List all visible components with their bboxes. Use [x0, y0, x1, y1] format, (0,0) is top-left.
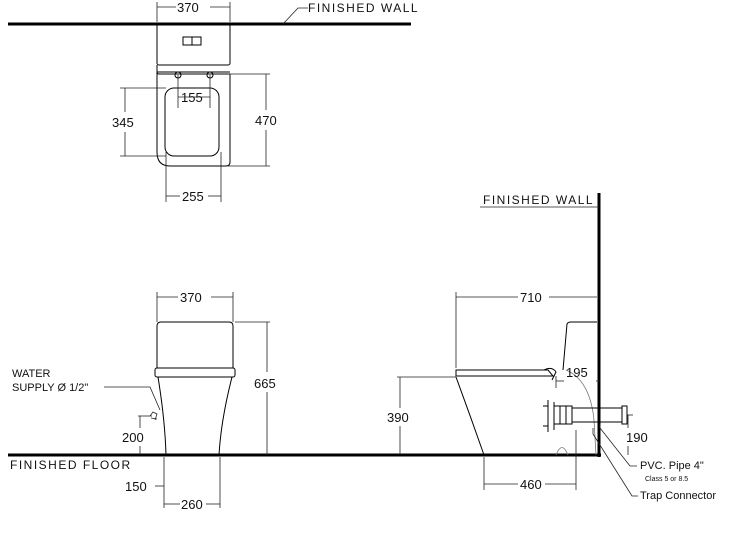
water-supply-label-2: SUPPLY Ø 1/2" [12, 382, 88, 394]
front-bowl [157, 376, 233, 456]
top-seat [164, 87, 220, 157]
dim-side-wall-offset: 195 [566, 365, 588, 380]
dim-top-inner: 155 [181, 90, 203, 105]
dim-side-seat-height: 390 [387, 410, 409, 425]
trap-connector [543, 400, 573, 432]
side-seat [455, 369, 555, 377]
top-tank [156, 23, 231, 66]
side-bowl [455, 376, 485, 456]
pvc-pipe [571, 407, 623, 423]
dim-side-pipe-height: 190 [626, 430, 648, 445]
dim-front-supply-offset: 150 [125, 479, 147, 494]
dim-top-seat-depth: 345 [112, 115, 134, 130]
side-tank [562, 321, 597, 371]
dim-front-height: 665 [254, 376, 276, 391]
top-view: FINISHED WALL 370 155 345 470 [8, 0, 419, 204]
pvc-class-label: Class 5 or 8.5 [645, 476, 688, 483]
dim-side-length: 710 [520, 290, 542, 305]
trap-connector-label: Trap Connector [640, 490, 716, 502]
pvc-pipe-label: PVC. Pipe 4" [640, 460, 704, 472]
dim-front-base-width: 260 [181, 497, 203, 512]
dim-front-width: 370 [180, 290, 202, 305]
finished-wall-label-side: FINISHED WALL [483, 193, 594, 207]
front-seat [154, 367, 236, 378]
front-view: 370 WATER SUPPLY Ø 1/2" 665 200 150 260 [12, 290, 276, 512]
top-bowl [156, 65, 231, 167]
dim-top-base-width: 255 [182, 189, 204, 204]
dim-side-outlet-distance: 460 [520, 477, 542, 492]
dim-front-supply-height: 200 [122, 430, 144, 445]
finished-wall-label-top: FINISHED WALL [308, 1, 419, 15]
side-view: 710 195 390 [387, 290, 716, 502]
dim-top-total-depth: 470 [255, 113, 277, 128]
finished-wall-leader-top [282, 7, 308, 25]
finished-floor-label: FINISHED FLOOR [10, 458, 132, 472]
front-tank [156, 321, 234, 369]
water-supply-valve [149, 411, 158, 421]
dim-top-width: 370 [177, 0, 199, 15]
water-supply-label-1: WATER [12, 368, 51, 380]
